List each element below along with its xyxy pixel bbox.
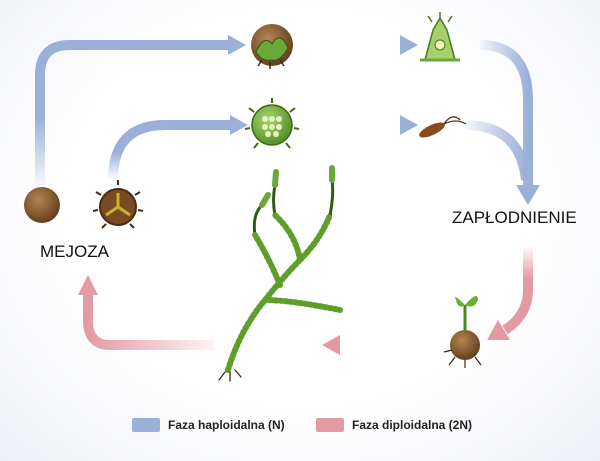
haploid-inner-loop bbox=[108, 115, 540, 205]
meiosis-label: MEJOZA bbox=[40, 242, 109, 261]
arrowhead bbox=[78, 275, 98, 295]
arrowhead bbox=[228, 35, 246, 55]
archegonium-icon bbox=[420, 12, 460, 62]
legend-label-haploid: Faza haploidalna (N) bbox=[168, 418, 285, 432]
arrowhead bbox=[487, 320, 510, 340]
arrowhead bbox=[400, 115, 418, 135]
diploid-loop bbox=[78, 245, 533, 355]
gametophyte-icon bbox=[251, 24, 293, 69]
arrowhead bbox=[230, 115, 248, 135]
fertilization-label: ZAPŁODNIENIE bbox=[452, 208, 577, 227]
legend-swatch-diploid bbox=[316, 418, 344, 432]
sporophyte-plant-icon bbox=[218, 165, 343, 382]
antheridium-icon bbox=[244, 98, 300, 149]
arrowhead bbox=[322, 335, 340, 355]
arrowhead bbox=[400, 35, 418, 55]
arrowhead bbox=[516, 185, 540, 205]
spore-icon bbox=[24, 187, 60, 223]
seedling-icon bbox=[443, 296, 482, 368]
legend-label-diploid: Faza diploidalna (2N) bbox=[352, 418, 473, 432]
spiky-spore-icon bbox=[92, 180, 144, 229]
legend-swatch-haploid bbox=[132, 418, 160, 432]
legend-haploid: Faza haploidalna (N) bbox=[132, 418, 285, 432]
sperm-icon bbox=[419, 116, 467, 138]
haploid-outer-loop bbox=[35, 35, 533, 190]
legend-diploid: Faza diploidalna (2N) bbox=[316, 418, 472, 432]
